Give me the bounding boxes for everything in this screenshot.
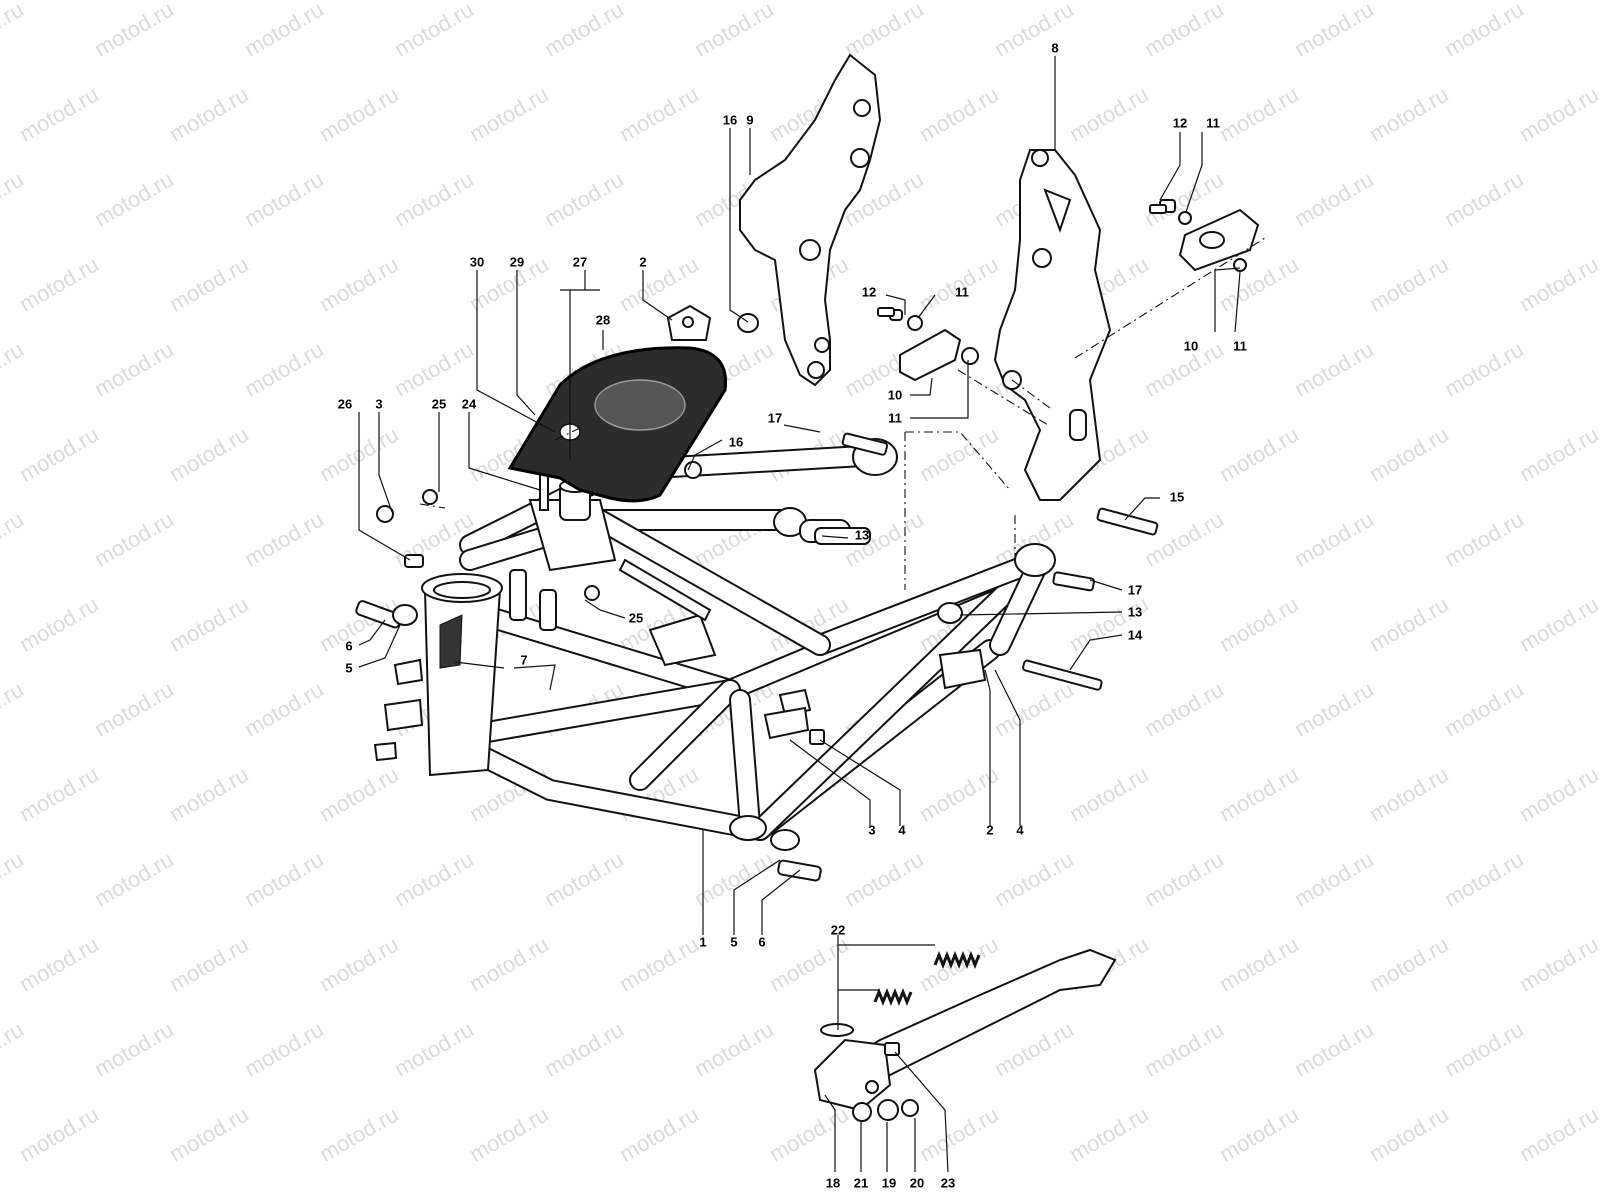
callout-12: 12 xyxy=(861,284,877,300)
alignment-lines xyxy=(419,237,1266,590)
callout-20: 20 xyxy=(909,1175,925,1191)
callout-28: 28 xyxy=(595,312,611,328)
callout-24: 24 xyxy=(461,396,477,412)
rubber-pad xyxy=(507,346,728,503)
callout-11: 11 xyxy=(888,410,902,426)
callout-16: 16 xyxy=(722,112,738,128)
callout-23: 23 xyxy=(940,1175,956,1191)
callout-11: 11 xyxy=(1233,338,1247,354)
callout-13: 13 xyxy=(854,527,870,543)
callout-16: 16 xyxy=(728,434,744,450)
callout-3: 3 xyxy=(375,396,383,412)
callout-6: 6 xyxy=(758,934,766,950)
callout-15: 15 xyxy=(1169,489,1185,505)
callout-17: 17 xyxy=(1127,582,1143,598)
callout-10: 10 xyxy=(1183,338,1199,354)
callout-1: 1 xyxy=(699,934,707,950)
callout-5: 5 xyxy=(345,660,353,676)
callout-8: 8 xyxy=(1051,40,1059,56)
side-stand-assembly xyxy=(813,948,1117,1122)
callout-19: 19 xyxy=(881,1175,897,1191)
callout-7: 7 xyxy=(520,652,528,668)
callout-13: 13 xyxy=(1127,604,1143,620)
left-side-plate xyxy=(739,53,882,387)
callout-29: 29 xyxy=(509,254,525,270)
callout-11: 11 xyxy=(1206,115,1220,131)
callout-27: 27 xyxy=(572,254,588,270)
callout-11: 11 xyxy=(955,284,969,300)
main-frame xyxy=(439,444,1051,841)
steering-head xyxy=(373,573,503,777)
callout-21: 21 xyxy=(853,1175,869,1191)
callout-2: 2 xyxy=(986,822,994,838)
callout-25: 25 xyxy=(628,610,644,626)
callout-6: 6 xyxy=(345,638,353,654)
right-side-plate xyxy=(993,149,1112,501)
callout-10: 10 xyxy=(887,387,903,403)
callout-26: 26 xyxy=(337,396,353,412)
cap-part xyxy=(666,304,759,341)
bolts xyxy=(355,204,1167,882)
callout-5: 5 xyxy=(730,934,738,950)
callout-14: 14 xyxy=(1127,627,1143,643)
callout-4: 4 xyxy=(1016,822,1024,838)
callout-4: 4 xyxy=(898,822,906,838)
callout-2: 2 xyxy=(639,254,647,270)
callout-3: 3 xyxy=(868,822,876,838)
callout-12: 12 xyxy=(1172,115,1188,131)
callout-17: 17 xyxy=(767,410,783,426)
callout-9: 9 xyxy=(746,112,754,128)
callout-25: 25 xyxy=(431,396,447,412)
bracket-upper-right xyxy=(1159,199,1260,272)
callout-22: 22 xyxy=(830,922,846,938)
callout-30: 30 xyxy=(469,254,485,270)
leader-lines xyxy=(358,56,1241,1173)
bracket-middle xyxy=(889,309,979,382)
callout-18: 18 xyxy=(825,1175,841,1191)
